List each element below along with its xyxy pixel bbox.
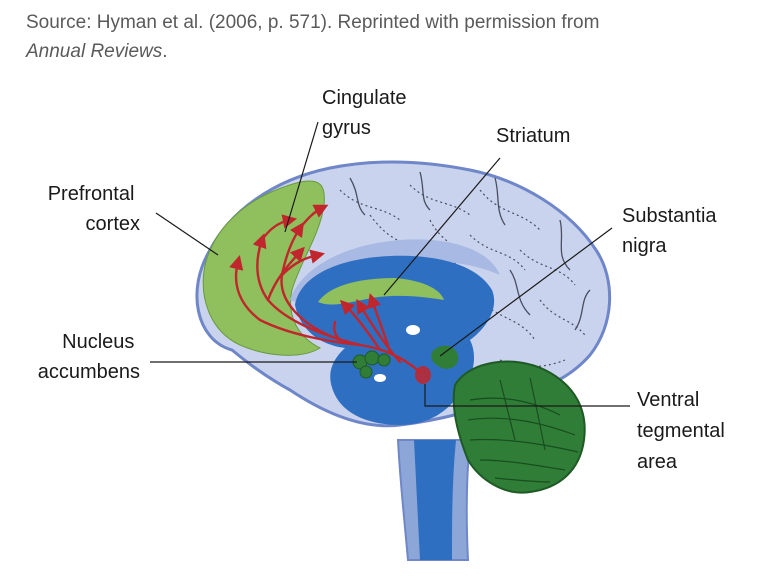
- label-ventral-tegmental-area: Ventral tegmental area: [637, 389, 730, 473]
- label-prefrontal-cortex: Prefrontal cortex: [48, 183, 140, 235]
- cortex-gyri: [339, 184, 586, 368]
- striatum: [318, 278, 444, 305]
- label-striatum: Striatum: [496, 125, 570, 147]
- label-substantia-nigra: Substantia nigra: [622, 205, 722, 257]
- dopamine-pathways: [229, 204, 422, 374]
- cerebellum-folia: [467, 377, 579, 483]
- leader-prefrontal: [155, 212, 219, 256]
- leader-cingulate: [284, 121, 319, 233]
- brainstem-core: [414, 440, 456, 560]
- source-journal: Annual Reviews: [26, 41, 163, 62]
- leader-vta: [424, 384, 630, 407]
- ventricle-spot: [374, 374, 386, 382]
- leader-striatum: [383, 157, 501, 296]
- nucleus-accumbens: [352, 350, 391, 379]
- source-prefix: Source: Hyman et al. (2006, p. 571). Rep…: [26, 12, 600, 33]
- leader-substantia: [439, 227, 613, 357]
- label-cingulate-gyrus: Cingulate gyrus: [322, 87, 412, 139]
- leader-lines: [150, 121, 630, 407]
- ventricle-spot: [406, 325, 420, 335]
- substantia-nigra: [431, 345, 459, 369]
- cerebellum: [452, 360, 586, 494]
- source-caption: Source: Hyman et al. (2006, p. 571). Rep…: [26, 8, 746, 66]
- cingulate-band: [290, 239, 500, 305]
- source-suffix: .: [162, 41, 168, 62]
- label-nucleus-accumbens: Nucleus accumbens: [38, 331, 140, 383]
